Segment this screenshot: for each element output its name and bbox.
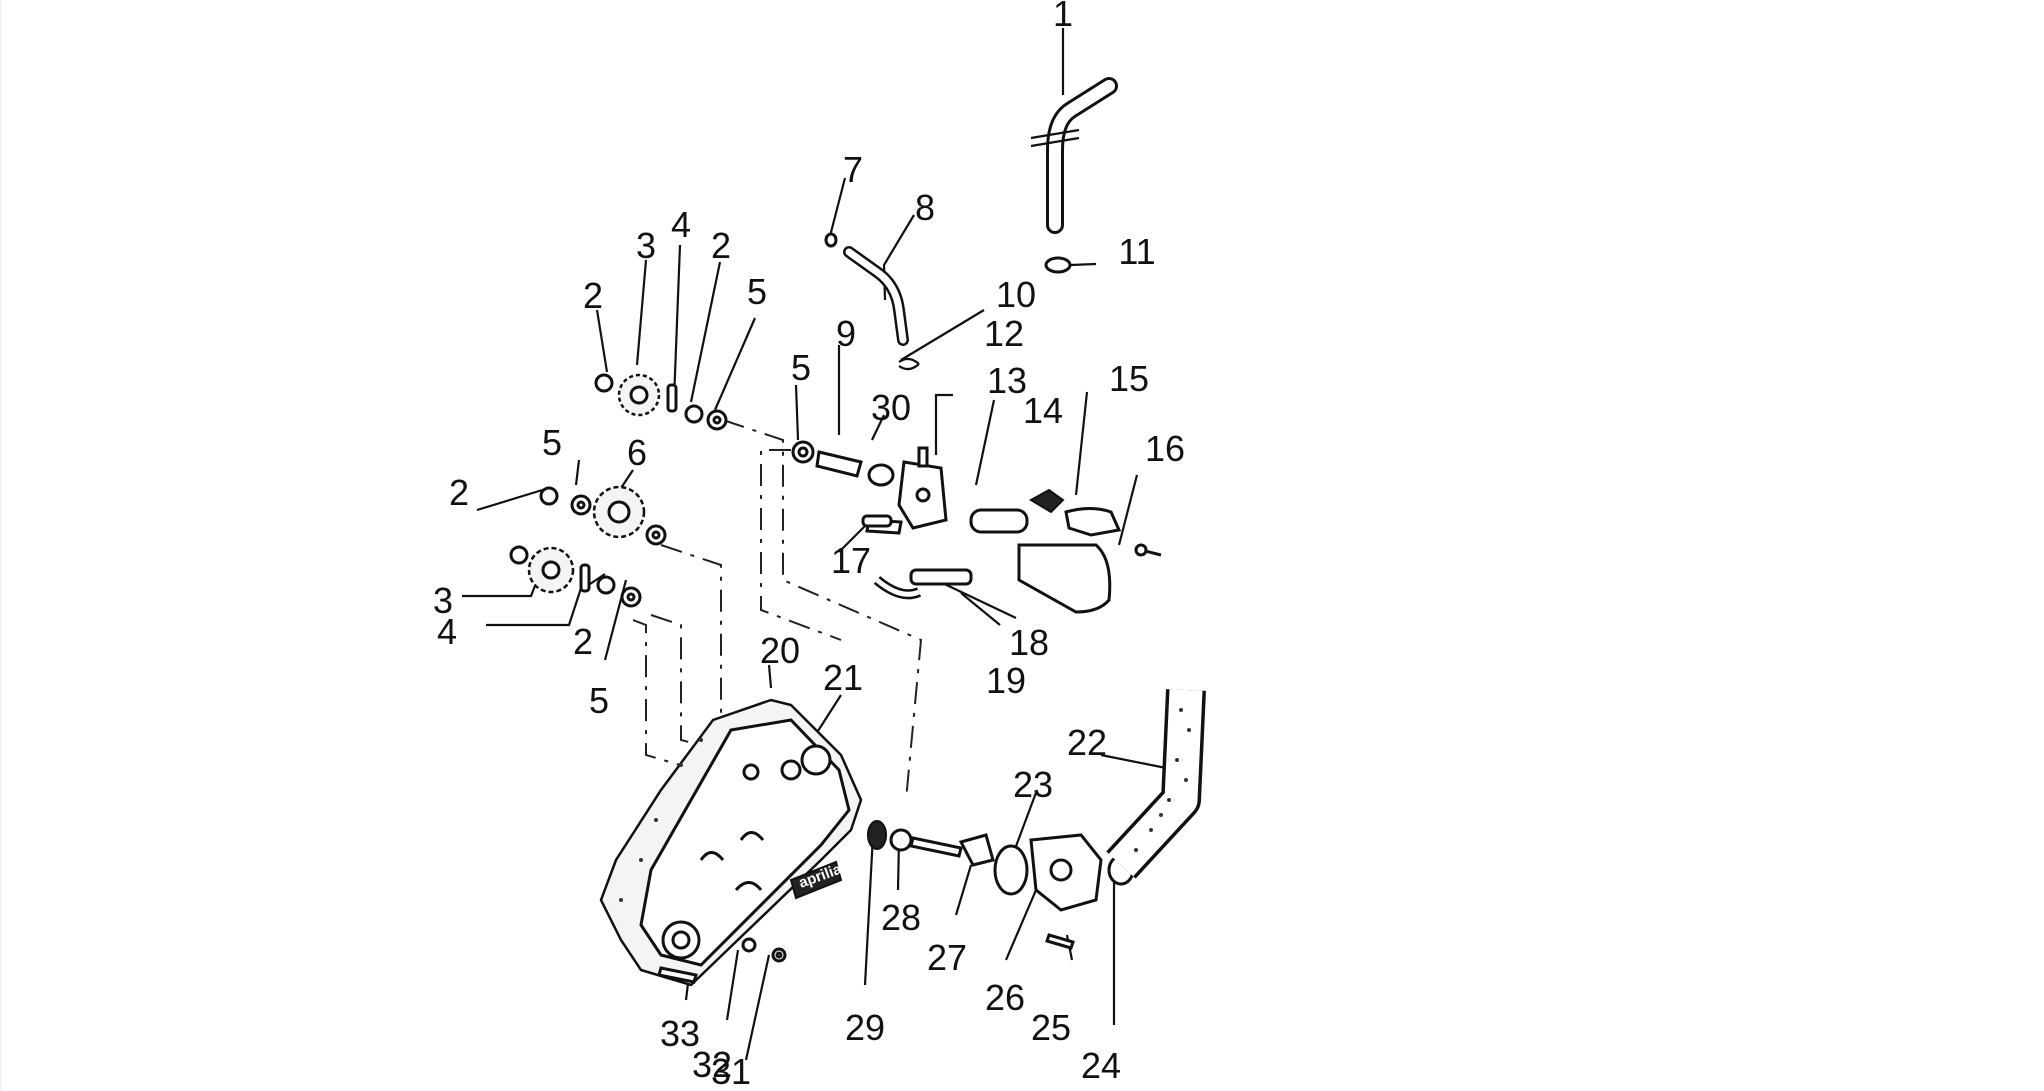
- callout-5d: 5: [791, 347, 811, 388]
- callout-5a: 5: [747, 271, 767, 312]
- callout-19: 19: [986, 660, 1026, 701]
- callout-1: 1: [1053, 0, 1073, 34]
- callout-14: 14: [1023, 390, 1063, 431]
- callout-30: 30: [871, 387, 911, 428]
- upper-gear-group: [594, 373, 728, 431]
- callout-12: 12: [984, 313, 1024, 354]
- callout-32: 32: [692, 1044, 732, 1085]
- callout-8: 8: [915, 187, 935, 228]
- callout-26: 26: [985, 977, 1025, 1018]
- callout-31: 31: [711, 1051, 751, 1091]
- callout-4b: 4: [437, 611, 457, 652]
- callout-2a: 2: [583, 275, 603, 316]
- callout-4a: 4: [671, 204, 691, 245]
- banjo-fitting-group: [861, 514, 973, 600]
- callout-7: 7: [843, 149, 863, 190]
- callout-23: 23: [1013, 764, 1053, 805]
- water-pump-group: [867, 820, 1135, 950]
- cover-and-sensor-group: [969, 488, 1162, 614]
- callout-6: 6: [627, 432, 647, 473]
- callout-3b: 3: [433, 580, 453, 621]
- callout-3a: 3: [636, 225, 656, 266]
- callout-20: 20: [760, 630, 800, 671]
- lower-gear-group: [509, 485, 667, 608]
- callout-21: 21: [823, 657, 863, 698]
- callout-27: 27: [927, 937, 967, 978]
- callout-28: 28: [881, 897, 921, 938]
- callout-5b: 5: [542, 422, 562, 463]
- clamp-part: [1044, 256, 1072, 274]
- callout-11: 11: [1118, 231, 1155, 272]
- large-hose-part: [1106, 689, 1206, 879]
- callout-13: 13: [987, 360, 1027, 401]
- hose-part: [1030, 77, 1118, 234]
- callout-2c: 2: [449, 472, 469, 513]
- callout-9: 9: [836, 313, 856, 354]
- callout-24: 24: [1081, 1045, 1121, 1086]
- small-tube-part: [824, 232, 920, 371]
- callout-25: 25: [1031, 1007, 1071, 1048]
- callout-29: 29: [845, 1007, 885, 1048]
- callout-2b: 2: [711, 225, 731, 266]
- clutch-cover-part: aprilia: [599, 698, 863, 987]
- cover-fasteners: [657, 937, 787, 984]
- callout-18: 18: [1009, 622, 1049, 663]
- callout-22: 22: [1067, 722, 1107, 763]
- callout-17: 17: [831, 540, 871, 581]
- callout-labels: 1 2 3 4 2 5 5 2 6 3 4 2 5 7 8 10 9 12 5 …: [433, 0, 1185, 1091]
- callout-16: 16: [1145, 428, 1185, 469]
- callout-2d: 2: [573, 621, 593, 662]
- callout-5c: 5: [589, 680, 609, 721]
- callout-15: 15: [1109, 358, 1149, 399]
- callout-33: 33: [660, 1013, 700, 1054]
- callout-10: 10: [996, 274, 1036, 315]
- oil-pump-group: [791, 440, 948, 535]
